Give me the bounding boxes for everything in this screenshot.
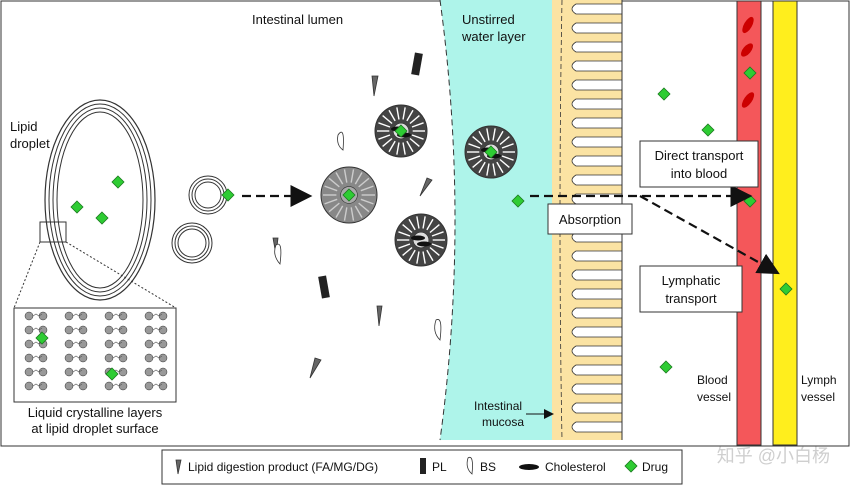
drug-icon — [111, 175, 125, 189]
zoom-line-right — [65, 241, 177, 309]
blood-vessel-label-2: vessel — [697, 390, 731, 404]
arrow-lymph — [639, 195, 780, 275]
red-blood-cells — [741, 16, 755, 108]
drug-icon — [484, 145, 498, 159]
intestinal-lumen-label: Intestinal lumen — [252, 12, 343, 27]
direct-transport-box — [639, 140, 759, 188]
legend-pl: PL — [432, 460, 447, 474]
phospholipids — [318, 52, 423, 299]
unstirred-label-1: Unstirred — [462, 12, 515, 27]
zoom-box — [39, 221, 67, 243]
lipid-droplet-label-2: droplet — [10, 136, 50, 151]
watermark: 知乎 @小白杨 — [717, 446, 830, 466]
drug-icon — [105, 367, 119, 381]
direct-transport-label-1: Direct transport — [655, 148, 744, 163]
lc-label-1: Liquid crystalline layers — [28, 405, 163, 420]
water-layer-boundary — [439, 0, 456, 441]
blood-vessel-label-1: Blood — [697, 373, 728, 387]
legend-cholesterol: Cholesterol — [545, 460, 606, 474]
drug-icon — [35, 331, 49, 345]
legend-cholesterol-icon — [519, 464, 539, 470]
lipid-digestion-products — [272, 75, 433, 379]
unstirred-label-2: water layer — [461, 29, 526, 44]
mucosa-label-2: mucosa — [482, 415, 524, 429]
absorption-label: Absorption — [559, 212, 621, 227]
lymph-vessel-label-1: Lymph — [801, 373, 837, 387]
legend-bs-icon — [466, 456, 473, 475]
drug-icon — [701, 123, 715, 137]
lc-bilayers — [24, 311, 168, 391]
legend-drug-icon — [624, 459, 638, 473]
direct-transport-label-2: into blood — [671, 166, 727, 181]
drug-icon — [394, 124, 408, 138]
drug-icon — [743, 66, 757, 80]
lymph-vessel — [772, 0, 798, 446]
lc-label-2: at lipid droplet surface — [31, 421, 158, 436]
unstirred-water-layer — [440, 0, 560, 440]
legend-pl-icon — [420, 458, 426, 474]
absorption-box — [547, 203, 633, 235]
drug-icon — [511, 194, 525, 208]
legend-drug: Drug — [642, 460, 668, 474]
drug-icon — [342, 188, 356, 202]
micelle — [394, 213, 448, 267]
drug-icon — [657, 87, 671, 101]
mucosa-label-1: Intestinal — [474, 399, 522, 413]
legend-lipid-product-icon — [175, 459, 182, 475]
lymphatic-transport-box — [639, 265, 743, 313]
legend-bs: BS — [480, 460, 496, 474]
lymphatic-transport-label-2: transport — [665, 291, 717, 306]
drug-icon — [779, 282, 793, 296]
drug-icon — [70, 200, 84, 214]
lymphatic-transport-label-1: Lymphatic — [662, 273, 721, 288]
drug-icon — [659, 360, 673, 374]
legend-lipid-product: Lipid digestion product (FA/MG/DG) — [188, 460, 378, 474]
lipid-droplet — [44, 99, 156, 301]
lipid-droplet-label-1: Lipid — [10, 119, 37, 134]
drug-icon — [221, 188, 235, 202]
drug-icon — [95, 211, 109, 225]
bile-salts — [274, 131, 442, 341]
lymph-vessel-label-2: vessel — [801, 390, 835, 404]
